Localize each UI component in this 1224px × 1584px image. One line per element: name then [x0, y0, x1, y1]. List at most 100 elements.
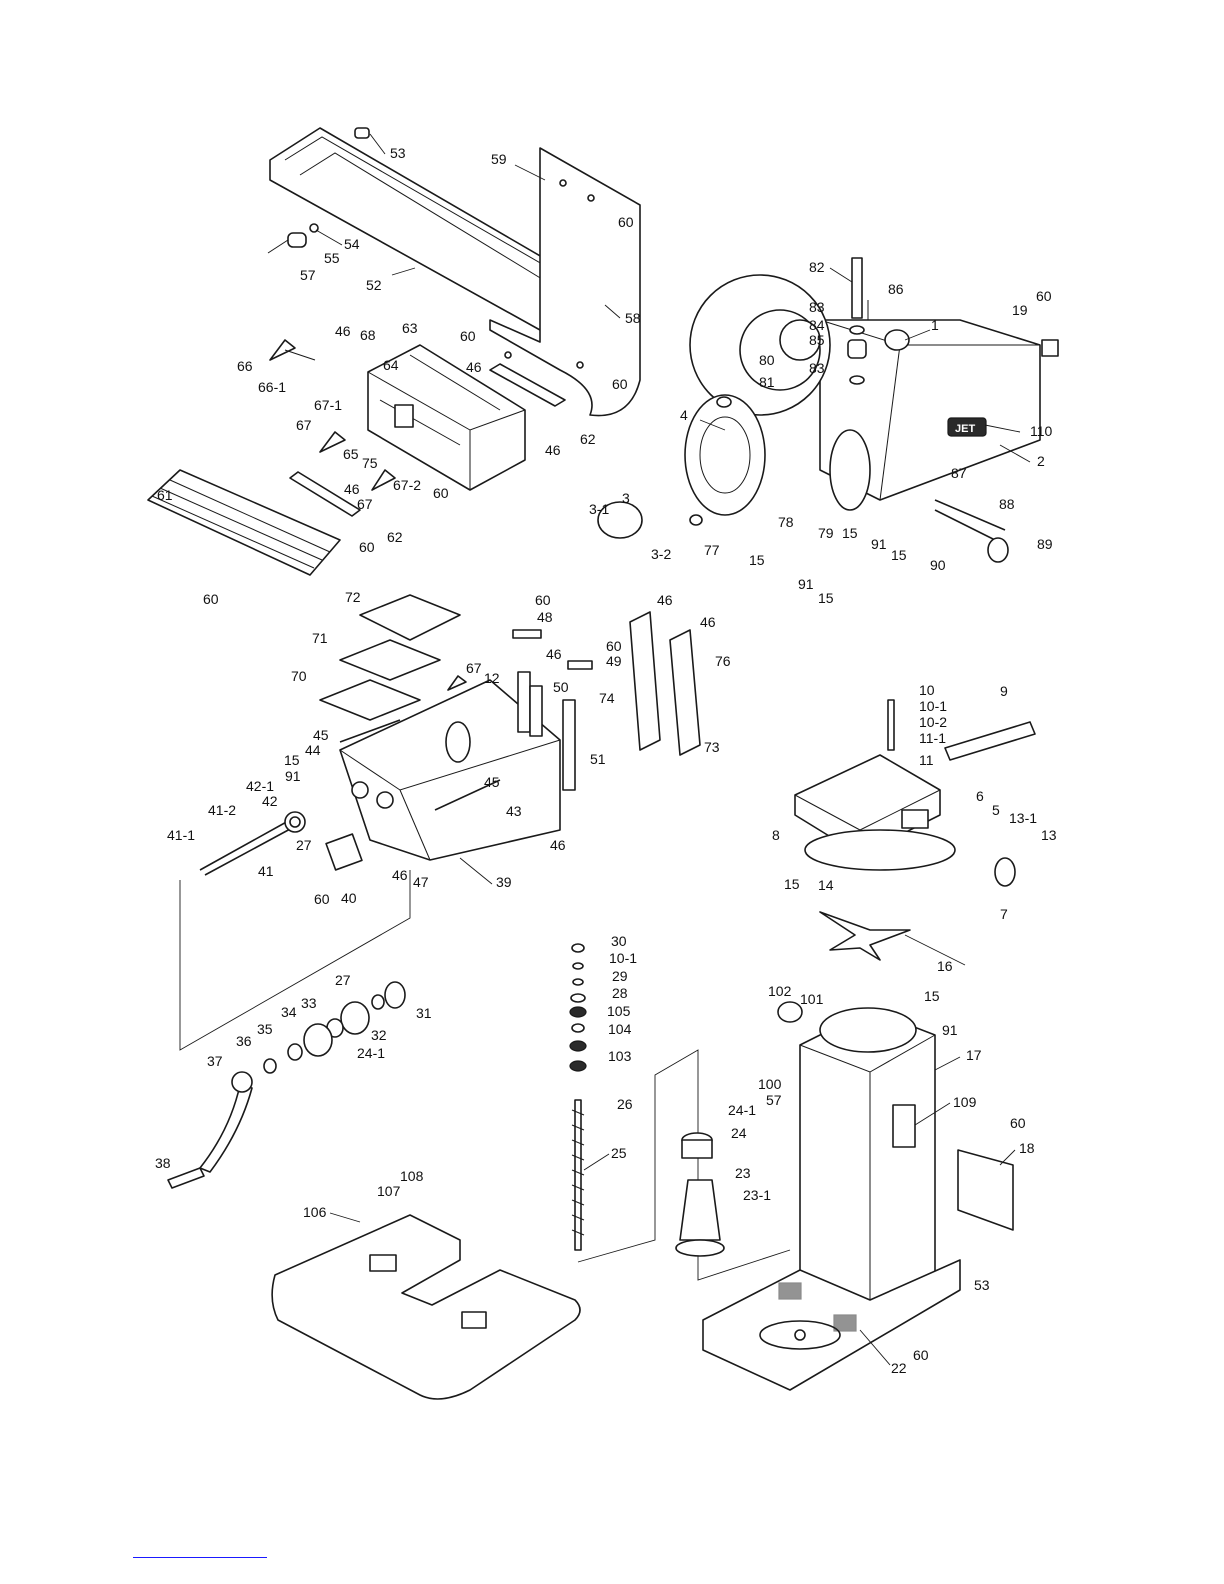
label-67-1: 67-1	[314, 397, 342, 413]
leader-lines	[315, 133, 1031, 1366]
label-75: 75	[362, 455, 378, 471]
footer-rule	[133, 1557, 267, 1558]
label-42: 42	[262, 793, 278, 809]
saddle	[367, 344, 526, 491]
label-16: 16	[937, 958, 953, 974]
label-65: 65	[343, 446, 359, 462]
label-23-1: 23-1	[743, 1187, 771, 1203]
label-15: 15	[818, 590, 834, 606]
label-60: 60	[1036, 288, 1052, 304]
label-55: 55	[324, 250, 340, 266]
label-27: 27	[296, 837, 312, 853]
label-82: 82	[809, 259, 825, 275]
label-5: 5	[992, 802, 1000, 818]
label-10: 10	[919, 682, 935, 698]
label-73: 73	[704, 739, 720, 755]
label-36: 36	[236, 1033, 252, 1049]
gib-62-lower	[289, 471, 361, 517]
label-60: 60	[618, 214, 634, 230]
brackets-73-74-76	[512, 611, 701, 756]
label-71: 71	[312, 630, 328, 646]
label-46: 46	[700, 614, 716, 630]
support-23-24	[675, 1132, 725, 1257]
label-60: 60	[606, 638, 622, 654]
spider	[819, 911, 911, 961]
label-88: 88	[999, 496, 1015, 512]
label-83: 83	[809, 360, 825, 376]
label-29: 29	[612, 968, 628, 984]
label-101: 101	[800, 991, 824, 1007]
label-49: 49	[606, 653, 622, 669]
label-46: 46	[550, 837, 566, 853]
knee	[339, 679, 561, 861]
label-25: 25	[611, 1145, 627, 1161]
label-77: 77	[704, 542, 720, 558]
label-47: 47	[413, 874, 429, 890]
way-cover	[147, 469, 341, 576]
label-45: 45	[313, 727, 329, 743]
label-53: 53	[974, 1277, 990, 1293]
label-13: 13	[1041, 827, 1057, 843]
label-46: 46	[466, 359, 482, 375]
label-109: 109	[953, 1094, 977, 1110]
label-104: 104	[608, 1021, 632, 1037]
label-60: 60	[612, 376, 628, 392]
label-17: 17	[966, 1047, 982, 1063]
label-84: 84	[809, 317, 825, 333]
label-13-1: 13-1	[1009, 810, 1037, 826]
label-60: 60	[203, 591, 219, 607]
label-78: 78	[778, 514, 794, 530]
label-43: 43	[506, 803, 522, 819]
label-57: 57	[766, 1092, 782, 1108]
label-62: 62	[387, 529, 403, 545]
label-54: 54	[344, 236, 360, 252]
label-8: 8	[772, 827, 780, 843]
label-63: 63	[402, 320, 418, 336]
label-15: 15	[749, 552, 765, 568]
label-66: 66	[237, 358, 253, 374]
label-1: 1	[931, 317, 939, 333]
label-27: 27	[335, 972, 351, 988]
label-41-1: 41-1	[167, 827, 195, 843]
label-2: 2	[1037, 453, 1045, 469]
label-67: 67	[296, 417, 312, 433]
label-107: 107	[377, 1183, 401, 1199]
label-10-1: 10-1	[609, 950, 637, 966]
label-83: 83	[809, 299, 825, 315]
label-103: 103	[608, 1048, 632, 1064]
label-12: 12	[484, 670, 500, 686]
label-30: 30	[611, 933, 627, 949]
label-37: 37	[207, 1053, 223, 1069]
label-15: 15	[784, 876, 800, 892]
label-38: 38	[155, 1155, 171, 1171]
label-105: 105	[607, 1003, 631, 1019]
label-11-1: 11-1	[919, 730, 946, 746]
label-44: 44	[305, 742, 321, 758]
chip-tray	[271, 1214, 581, 1400]
label-41: 41	[258, 863, 274, 879]
label-61: 61	[157, 487, 173, 503]
label-45: 45	[484, 774, 500, 790]
part-number-labels: 53 59 60 54 55 57 52 58 46 68 63 60 46 6…	[155, 145, 1057, 1376]
spindle-stack	[847, 257, 910, 385]
label-59: 59	[491, 151, 507, 167]
label-67: 67	[357, 496, 373, 512]
label-46: 46	[335, 323, 351, 339]
label-64: 64	[383, 357, 399, 373]
label-24: 24	[731, 1125, 747, 1141]
label-102: 102	[768, 983, 792, 999]
gib-62-upper	[489, 363, 566, 407]
label-80: 80	[759, 352, 775, 368]
label-46: 46	[657, 592, 673, 608]
label-33: 33	[301, 995, 317, 1011]
label-40: 40	[341, 890, 357, 906]
label-76: 76	[715, 653, 731, 669]
label-3-2: 3-2	[651, 546, 671, 562]
label-60: 60	[433, 485, 449, 501]
label-4: 4	[680, 407, 688, 423]
label-57: 57	[300, 267, 316, 283]
label-91: 91	[871, 536, 887, 552]
leadscrew-stack	[569, 943, 587, 1251]
label-42-1: 42-1	[246, 778, 274, 794]
